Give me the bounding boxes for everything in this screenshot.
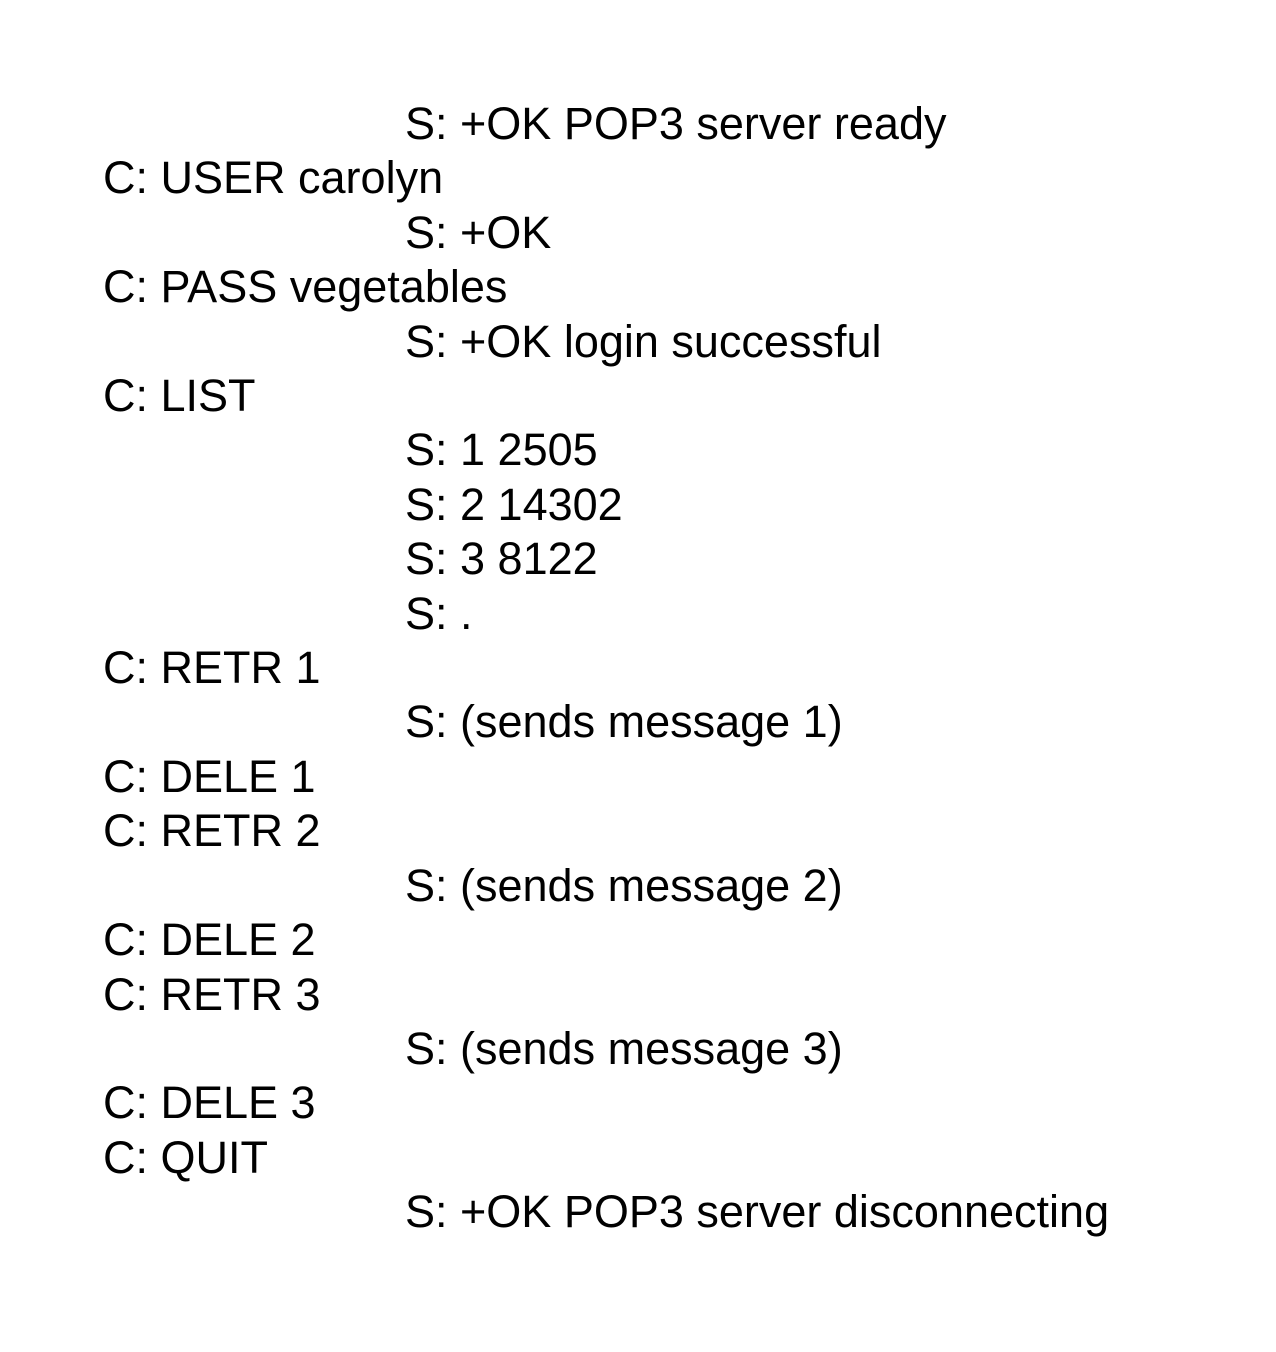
transcript-line-client-retr-3: C: RETR 3: [103, 968, 321, 1020]
transcript-line-server-list-3: S: 3 8122: [405, 533, 598, 585]
transcript-line-server-login-ok: S: +OK login successful: [405, 315, 882, 367]
transcript-line-server-list-2: S: 2 14302: [405, 478, 623, 530]
transcript-line-server-sends-3: S: (sends message 3): [405, 1022, 843, 1074]
transcript-line-server-sends-2: S: (sends message 2): [405, 859, 843, 911]
transcript-line-server-list-1: S: 1 2505: [405, 424, 598, 476]
transcript-line-client-retr-1: C: RETR 1: [103, 642, 321, 694]
transcript-line-client-dele-1: C: DELE 1: [103, 750, 316, 802]
transcript-line-client-retr-2: C: RETR 2: [103, 805, 321, 857]
transcript-line-server-disconnect: S: +OK POP3 server disconnecting: [405, 1186, 1110, 1238]
transcript-line-client-dele-2: C: DELE 2: [103, 914, 316, 966]
transcript-line-client-dele-3: C: DELE 3: [103, 1077, 316, 1129]
transcript-line-server-sends-1: S: (sends message 1): [405, 696, 843, 748]
transcript-line-client-quit: C: QUIT: [103, 1131, 268, 1183]
transcript-line-server-ok-user: S: +OK: [405, 206, 552, 258]
transcript-line-client-user: C: USER carolyn: [103, 152, 444, 204]
transcript-line-server-list-end: S: .: [405, 587, 473, 639]
transcript-line-client-pass: C: PASS vegetables: [103, 261, 508, 313]
transcript-line-server-greeting: S: +OK POP3 server ready: [405, 98, 947, 149]
transcript-line-client-list: C: LIST: [103, 370, 256, 422]
pop3-transcript: S: +OK POP3 server ready C: USER carolyn…: [0, 97, 1276, 1240]
